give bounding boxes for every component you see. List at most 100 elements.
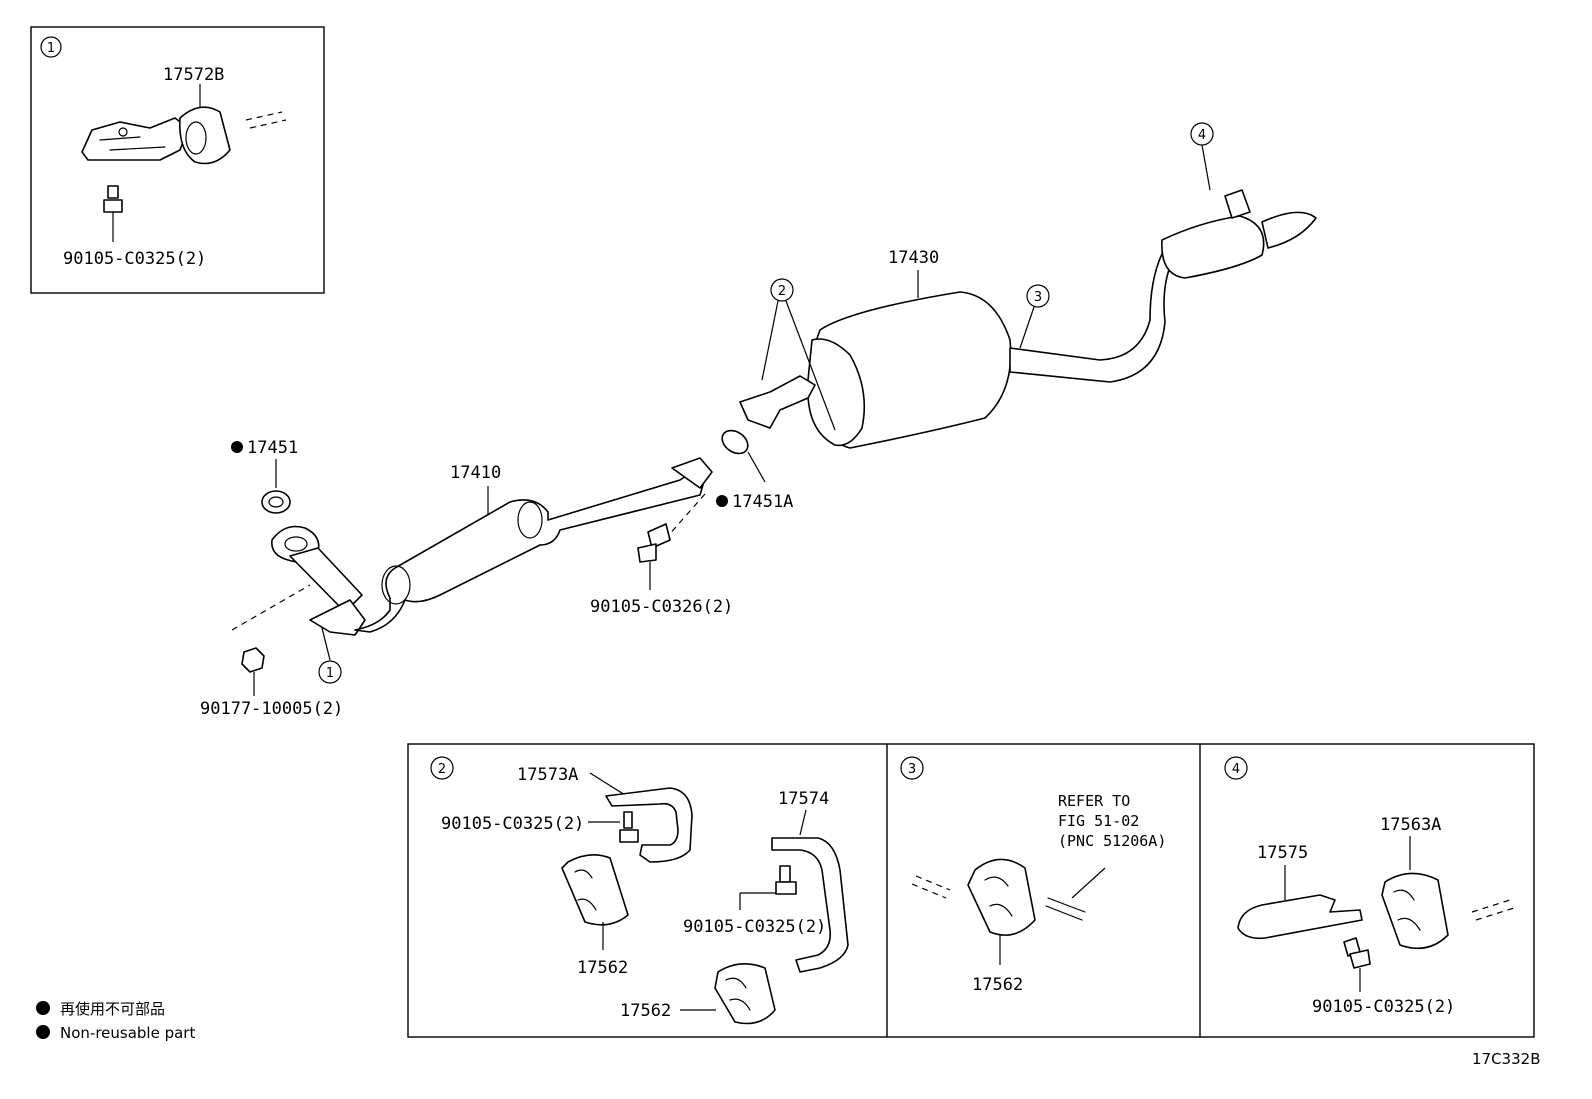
bracket-hole: [118, 127, 128, 137]
bolt-b-head: [775, 881, 797, 895]
callout-3-main-label: 3: [1034, 290, 1042, 305]
label-17430: 17430: [888, 248, 939, 268]
bracket-17575: [1237, 894, 1363, 940]
pipe-stub-inset4: [1471, 899, 1515, 921]
pipe-stub-dashed: [245, 111, 287, 129]
bolt-c0326-shank: [647, 523, 671, 549]
flange-hole: [284, 536, 308, 552]
leader-callout-2a: [761, 300, 779, 381]
front-pipe-cat: [289, 547, 363, 613]
callout-circle: [1224, 756, 1248, 780]
gasket-hole: [268, 496, 284, 508]
leader-17573A: [589, 772, 626, 796]
center-flange: [671, 457, 713, 489]
refer-line-1: REFER TO: [1058, 792, 1130, 810]
refer-line-2: FIG 51-02: [1058, 812, 1139, 830]
muffler-end-rear: [517, 501, 543, 539]
bottom-insets: 2 17573A 90105-C0325(2) 17562 17574 9010…: [407, 743, 1535, 1038]
label-17451A: 17451A: [732, 492, 793, 512]
label-90105-C0325-inset1: 90105-C0325(2): [63, 249, 206, 269]
tail-tip: [1261, 211, 1317, 249]
legend-jp: 再使用不可部品: [60, 1000, 165, 1018]
label-17573A: 17573A: [517, 765, 578, 785]
legend: 再使用不可部品 Non-reusable part: [36, 1000, 195, 1042]
callout-2-inset-label: 2: [438, 762, 446, 777]
front-bracket: [309, 599, 366, 636]
rubber-17562-a: [561, 854, 629, 926]
nut-path-dashed: [231, 584, 311, 631]
tail-muffler: [1161, 215, 1265, 279]
tail-pipe: [1009, 239, 1181, 383]
refer-line-3: (PNC 51206A): [1058, 832, 1166, 850]
legend-dot-en: [36, 1025, 50, 1039]
bracket-17573A: [605, 787, 693, 863]
label-17575: 17575: [1257, 843, 1308, 863]
muffler-inlet-flange: [739, 375, 816, 429]
callout-circle: [40, 36, 62, 58]
callout-4-inset-label: 4: [1232, 762, 1240, 777]
label-90105-C0325-b: 90105-C0325(2): [683, 917, 826, 937]
muffler-end: [381, 565, 411, 605]
callout-circle: [1026, 284, 1050, 308]
rubber-17563A: [1381, 872, 1449, 950]
hanger-bracket: [81, 117, 189, 161]
callout-circle: [900, 756, 924, 780]
figure-id: 17C332B: [1472, 1050, 1540, 1068]
label-17562-c: 17562: [972, 975, 1023, 995]
label-17563A: 17563A: [1380, 815, 1441, 835]
leader-17574: [799, 809, 807, 836]
rubber-detail-a: [574, 869, 597, 911]
callout-4-main-label: 4: [1198, 128, 1206, 143]
callout-1-main-label: 1: [326, 666, 334, 681]
callout-circle: [318, 660, 342, 684]
label-90177-10005: 90177-10005(2): [200, 699, 343, 719]
legend-en: Non-reusable part: [60, 1024, 195, 1042]
label-90105-C0325-c: 90105-C0325(2): [1312, 997, 1455, 1017]
muffler-end-cap: [806, 338, 866, 447]
bottom-frame: [407, 743, 1535, 1038]
bolt-a-head: [619, 829, 639, 843]
rubber-17562-c: [967, 858, 1036, 936]
main-exhaust: 17451 17410 17451A 90105-C0326(2) 90177-…: [200, 122, 1317, 719]
bolt-c0326-head: [637, 543, 657, 563]
bolt-b-shank: [779, 865, 791, 883]
rubber-detail-c: [984, 876, 1013, 917]
label-17572B: 17572B: [163, 65, 224, 85]
tail-hanger-bracket: [1224, 189, 1251, 219]
pipe-stub-right: [1045, 897, 1086, 921]
label-17410: 17410: [450, 463, 501, 483]
non-reusable-dot: [231, 441, 243, 453]
leader-callout-4: [1201, 144, 1211, 191]
label-17451: 17451: [247, 438, 298, 458]
bolt-head: [103, 199, 123, 213]
inset-1: 1 17572B 90105-C0325(2): [30, 26, 325, 294]
bolt-shank: [107, 185, 119, 199]
inset-1-frame: [30, 26, 325, 294]
rubber-detail-d: [1393, 889, 1421, 931]
rubber-hanger-17572B: [178, 106, 231, 165]
gasket-17451A: [721, 429, 749, 455]
bolt-a-shank: [623, 811, 633, 829]
nut-90177: [241, 647, 265, 673]
rubber-17562-b: [714, 963, 776, 1025]
hanger-hole: [185, 121, 207, 155]
callout-circle: [770, 278, 794, 302]
leader-callout-1: [321, 627, 331, 661]
label-90105-C0325-a: 90105-C0325(2): [441, 814, 584, 834]
non-reusable-dot: [716, 495, 728, 507]
leader-17451A: [747, 451, 766, 483]
leader-callout-2b: [785, 300, 836, 431]
gasket-17451: [261, 490, 291, 514]
callout-2-main-label: 2: [778, 284, 786, 299]
leader-callout-3: [1019, 306, 1035, 349]
label-90105-C0326: 90105-C0326(2): [590, 597, 733, 617]
leader-refer: [1071, 867, 1106, 899]
label-17574: 17574: [778, 789, 829, 809]
label-17562-a: 17562: [577, 958, 628, 978]
bolt-c-head: [1349, 949, 1371, 969]
bracket-detail: [99, 136, 166, 151]
label-17562-b: 17562: [620, 1001, 671, 1021]
pipe-stub-left: [911, 875, 951, 899]
callout-1-label: 1: [47, 41, 55, 56]
